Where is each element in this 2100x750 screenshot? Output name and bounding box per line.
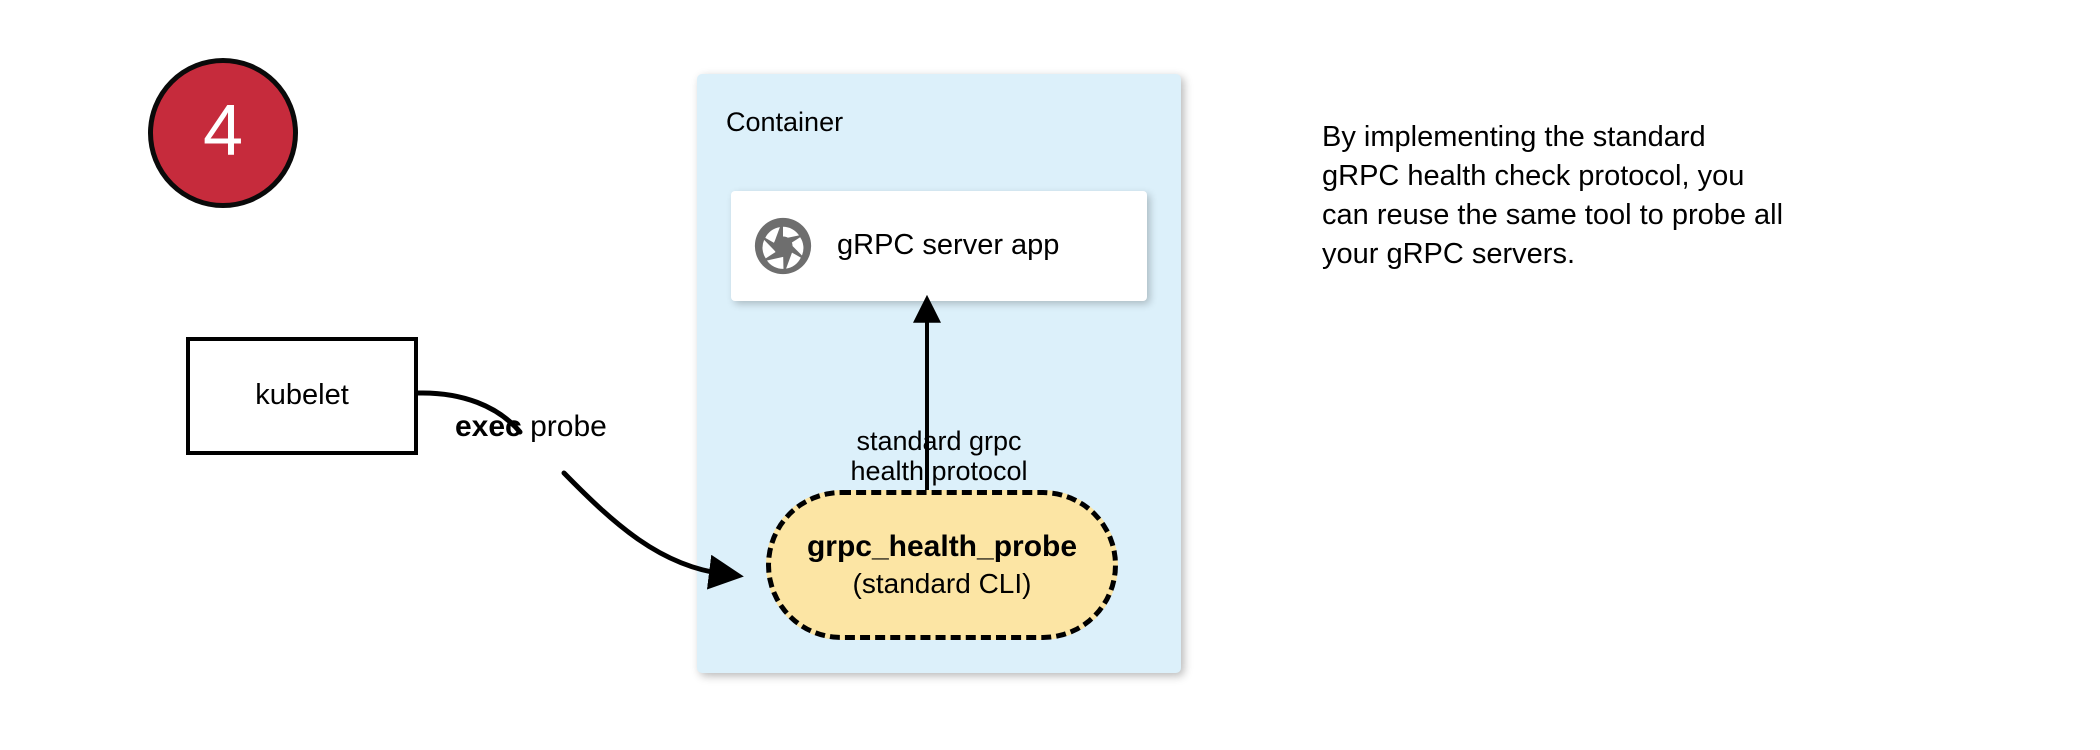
- step-number-text: 4: [202, 91, 244, 171]
- exec-probe-keyword: exec: [455, 410, 522, 443]
- protocol-edge-label: standard grpc health protocol: [697, 396, 1181, 517]
- caption-line-1: By implementing the standard: [1322, 121, 1706, 153]
- grpc-server-app-label: gRPC server app: [837, 229, 1060, 262]
- exec-probe-edge-label: exec probe: [455, 410, 607, 444]
- container-panel: Container gRPC server app: [697, 74, 1181, 673]
- aperture-icon: [754, 217, 812, 275]
- step-number-badge: 4: [148, 58, 298, 208]
- exec-probe-suffix: probe: [521, 410, 607, 443]
- caption-line-2: gRPC health check protocol, you: [1322, 160, 1745, 193]
- caption-line-3: can reuse the same tool to probe all: [1322, 199, 1784, 232]
- kubelet-node-label: kubelet: [255, 379, 349, 412]
- caption-line-4: your gRPC servers.: [1322, 238, 1576, 271]
- caption-text: By implementing the standard gRPC health…: [1322, 118, 1922, 275]
- protocol-edge-label-line2: health protocol: [850, 456, 1028, 487]
- grpc-server-app-node: gRPC server app: [731, 191, 1147, 301]
- grpc-health-probe-subtitle: (standard CLI): [852, 567, 1032, 599]
- grpc-health-probe-title: grpc_health_probe: [806, 530, 1078, 564]
- container-panel-title: Container: [726, 107, 844, 137]
- protocol-edge-label-line1: standard grpc: [856, 426, 1022, 457]
- grpc-health-probe-node: grpc_health_probe (standard CLI): [766, 490, 1118, 640]
- kubelet-node: kubelet: [186, 337, 418, 455]
